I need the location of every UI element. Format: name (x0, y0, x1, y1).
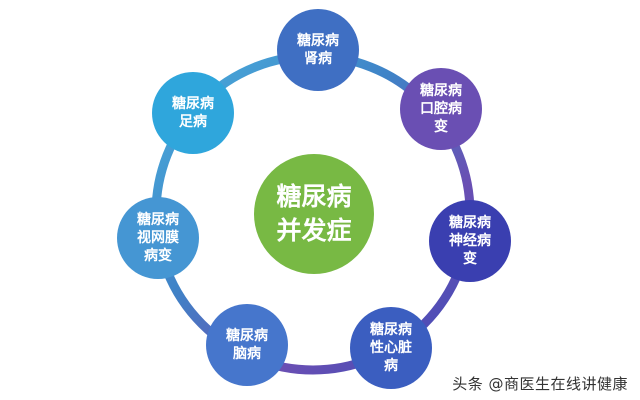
node-circle-6 (117, 197, 199, 279)
watermark: 头条 @商医生在线讲健康 (452, 375, 628, 393)
node-circle-7 (152, 72, 234, 154)
center-circle (254, 154, 374, 274)
node-circle-4 (350, 307, 432, 389)
node-circle-5 (206, 304, 288, 386)
node-circle-2 (400, 68, 482, 150)
node-circle-3 (429, 200, 511, 282)
node-circle-1 (277, 9, 359, 91)
